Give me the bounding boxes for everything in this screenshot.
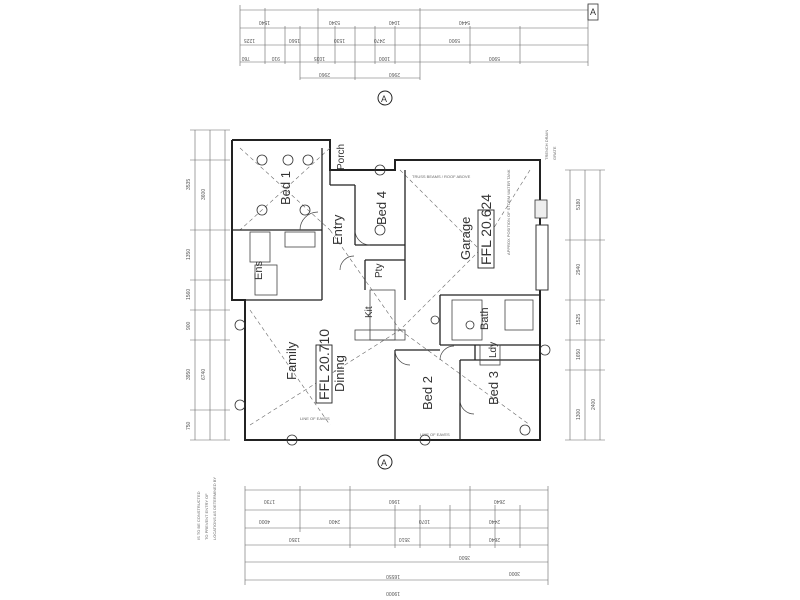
section-marker-bottom: A [377,454,393,470]
svg-text:2640: 2640 [494,498,505,504]
bottom-left-notes: IS TO BE CONSTRUCTED TO PREVENT ENTRY OF… [196,477,217,540]
ffl-main-label: FFL 20.710 [315,329,333,404]
svg-text:5900: 5900 [449,37,460,43]
interior-walls [232,148,540,440]
bottom-dimension-figures: 1730 1960 2640 4000 2400 1070 2440 1350 … [259,498,520,576]
svg-text:750: 750 [186,421,192,430]
svg-text:3500: 3500 [459,554,470,560]
svg-text:1350: 1350 [186,249,192,260]
svg-text:1300: 1300 [576,409,582,420]
svg-text:1540: 1540 [259,19,270,25]
ffl-garage-label: FFL 20.624 [477,194,495,269]
fixtures [249,231,534,366]
svg-text:5900: 5900 [489,55,500,61]
svg-text:3535: 3535 [186,179,192,190]
room-label-dining: Dining [332,355,347,392]
svg-text:LINE OF EAVES: LINE OF EAVES [300,416,330,421]
svg-text:6740: 6740 [201,369,207,380]
svg-text:3950: 3950 [186,369,192,380]
overall-dimension: 19000 [386,590,400,596]
right-dimension-figures: 5180 2940 1525 1650 2400 1300 [576,199,597,420]
svg-text:A: A [381,94,387,104]
roof-hip-lines [239,147,531,426]
svg-text:1225: 1225 [244,37,255,43]
svg-text:LINE OF EAVES: LINE OF EAVES [420,432,450,437]
svg-text:2400: 2400 [591,399,597,410]
svg-text:1040: 1040 [389,19,400,25]
light-fittings [234,154,551,446]
room-label-entry: Entry [330,214,345,245]
room-label-pty: Pty [374,264,385,278]
svg-text:APPROX POSITION OF STORM WATER: APPROX POSITION OF STORM WATER TANK [506,169,511,255]
section-marker-top: A [377,90,393,106]
room-label-bed1: Bed 1 [278,171,293,205]
room-label-porch: Porch [336,144,347,170]
svg-text:LOCATIONS AS DETERMINED BY: LOCATIONS AS DETERMINED BY [212,477,217,540]
svg-text:910: 910 [271,55,280,61]
svg-text:TO PREVENT ENTRY OF: TO PREVENT ENTRY OF [204,493,209,540]
svg-text:2960: 2960 [389,71,400,77]
room-labels: Bed 1 Porch Entry Bed 4 Garage Ens Pty K… [253,144,501,410]
svg-text:2940: 2940 [576,264,582,275]
svg-text:1650: 1650 [576,349,582,360]
right-notes: TRENCH DRAIN GRATE [544,130,557,160]
svg-text:FFL 20.710: FFL 20.710 [316,329,332,400]
plan-annotations: TRUSS BEAMS / ROOF ABOVE APPROX POSITION… [300,169,511,437]
svg-text:2960: 2960 [319,71,330,77]
svg-text:5180: 5180 [576,199,582,210]
svg-text:16550: 16550 [386,573,400,579]
svg-text:A: A [590,7,596,17]
svg-text:IS TO BE CONSTRUCTED: IS TO BE CONSTRUCTED [196,491,201,540]
left-dimension-lines [190,129,230,441]
svg-text:A: A [381,458,387,468]
svg-text:3600: 3600 [201,189,207,200]
garage-door [535,224,549,291]
svg-text:1035: 1035 [314,55,325,61]
right-dimension-lines [565,169,605,441]
svg-text:1000: 1000 [379,55,390,61]
svg-text:TRENCH DRAIN: TRENCH DRAIN [544,130,549,160]
svg-text:3510: 3510 [399,536,410,542]
svg-text:760: 760 [241,55,250,61]
room-label-garage: Garage [458,217,473,260]
svg-text:TRUSS BEAMS / ROOF ABOVE: TRUSS BEAMS / ROOF ABOVE [412,174,471,179]
room-label-bath: Bath [479,307,491,330]
svg-text:4000: 4000 [259,518,270,524]
svg-text:900: 900 [186,321,192,330]
bottom-dimension-lines [244,486,549,585]
room-label-bed3: Bed 3 [486,371,501,405]
svg-text:2440: 2440 [489,518,500,524]
svg-text:5440: 5440 [459,19,470,25]
corner-tag: A [587,3,599,21]
svg-text:1350: 1350 [289,536,300,542]
room-label-kit: Kit [364,306,375,318]
svg-text:1960: 1960 [389,498,400,504]
svg-text:GRATE: GRATE [552,146,557,160]
top-dimension-figures: 1540 5340 1040 5440 1225 1560 1530 2470 … [241,19,500,77]
svg-text:1070: 1070 [419,518,430,524]
svg-text:1530: 1530 [334,37,345,43]
room-label-family: Family [284,341,299,380]
outer-walls [231,139,541,441]
top-dimension-lines [239,5,589,80]
room-label-bed2: Bed 2 [420,376,435,410]
room-label-ldy: Ldy [488,342,499,358]
svg-text:1525: 1525 [576,314,582,325]
room-label-ens: Ens [253,261,265,280]
svg-text:2640: 2640 [489,536,500,542]
door-swings [299,211,475,415]
svg-text:1560: 1560 [186,289,192,300]
svg-text:5340: 5340 [329,19,340,25]
svg-text:1560: 1560 [289,37,300,43]
room-label-bed4: Bed 4 [374,191,389,225]
svg-text:FFL 20.624: FFL 20.624 [478,194,494,265]
svg-text:1730: 1730 [264,498,275,504]
svg-text:3000: 3000 [509,570,520,576]
svg-text:2470: 2470 [374,37,385,43]
left-dimension-figures: 3535 3600 1350 1560 900 3950 6740 750 [186,179,207,430]
svg-text:2400: 2400 [329,518,340,524]
